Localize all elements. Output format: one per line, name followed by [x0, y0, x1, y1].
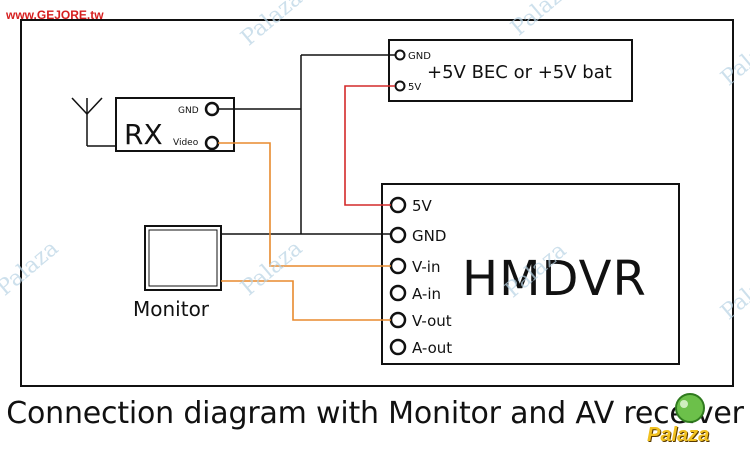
antenna-icon [71, 97, 116, 147]
video-in-wire [218, 142, 391, 267]
power-5v-terminal [394, 80, 406, 92]
palaza-logo [675, 393, 705, 423]
rx-pin-video-label: Video [173, 138, 199, 148]
hmdvr-pin-terminal [389, 196, 407, 214]
hmdvr-pin-label: V-out [412, 312, 452, 330]
hmdvr-pin-label: V-in [412, 258, 440, 276]
rx-video-terminal [204, 135, 220, 151]
monitor-label: Monitor [133, 297, 210, 321]
monitor-icon: Monitor [133, 225, 222, 321]
rx-pin-gnd-label: GND [178, 106, 199, 116]
hmdvr-pin-terminal [389, 311, 407, 329]
palaza-logo-text: Palaza [647, 424, 710, 446]
hmdvr-pin-terminal [389, 338, 407, 356]
hmdvr-pin-label: A-out [412, 339, 452, 357]
video-out-wire [221, 280, 391, 321]
rx-module: RX GND Video [115, 97, 235, 152]
power-pin-gnd-label: GND [408, 51, 431, 62]
hmdvr-pin-label: 5V [412, 197, 433, 215]
power-source-box: GND 5V +5V BEC or +5V bat [388, 39, 633, 102]
power-gnd-terminal [394, 49, 406, 61]
power-pin-5v-label: 5V [408, 82, 421, 93]
hmdvr-pin-label: A-in [412, 285, 441, 303]
diagram-caption: Connection diagram with Monitor and AV r… [6, 396, 744, 431]
rx-gnd-terminal [204, 101, 220, 117]
power-title: +5V BEC or +5V bat [427, 62, 612, 83]
hmdvr-label: HMDVR [462, 251, 647, 307]
site-label: www.GEJORE.tw [6, 8, 104, 22]
hmdvr-pin-label: GND [412, 227, 446, 245]
diagram-frame [20, 19, 734, 387]
hmdvr-pin-terminal [389, 226, 407, 244]
hmdvr-pin-terminal [389, 284, 407, 302]
ground-wires [218, 54, 395, 235]
power-5v-wire [344, 85, 395, 206]
hmdvr-pin-terminal [389, 257, 407, 275]
rx-label: RX [124, 118, 163, 151]
